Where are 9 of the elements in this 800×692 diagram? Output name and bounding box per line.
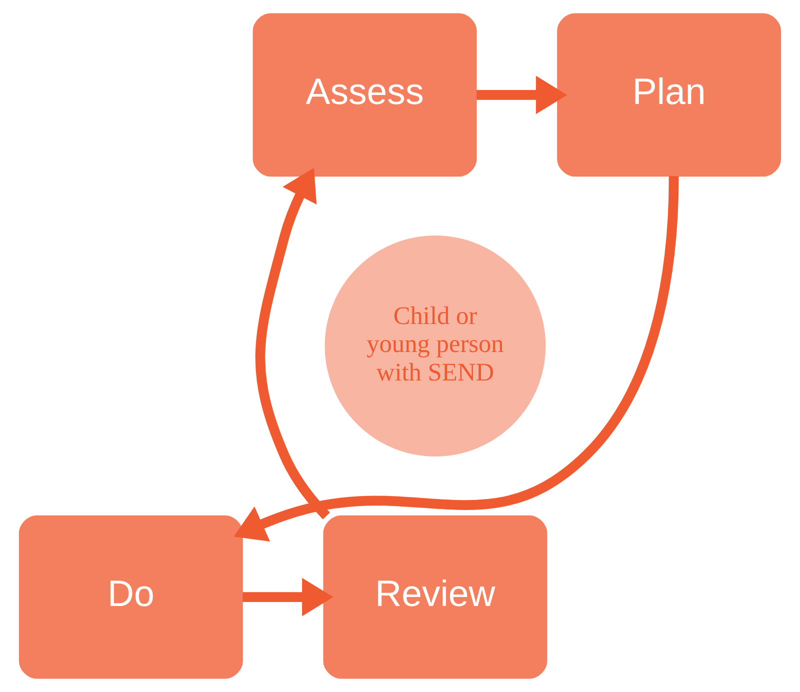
arrow — [255, 168, 330, 520]
node-box: Plan — [557, 13, 782, 177]
node-box: Assess — [252, 13, 477, 177]
arrow — [242, 578, 334, 616]
node-box: Review — [323, 515, 548, 679]
node-box: Do — [18, 515, 243, 679]
arrow — [234, 176, 679, 542]
node-circle: Child or young person with SEND — [324, 236, 546, 456]
arrow — [476, 76, 568, 114]
